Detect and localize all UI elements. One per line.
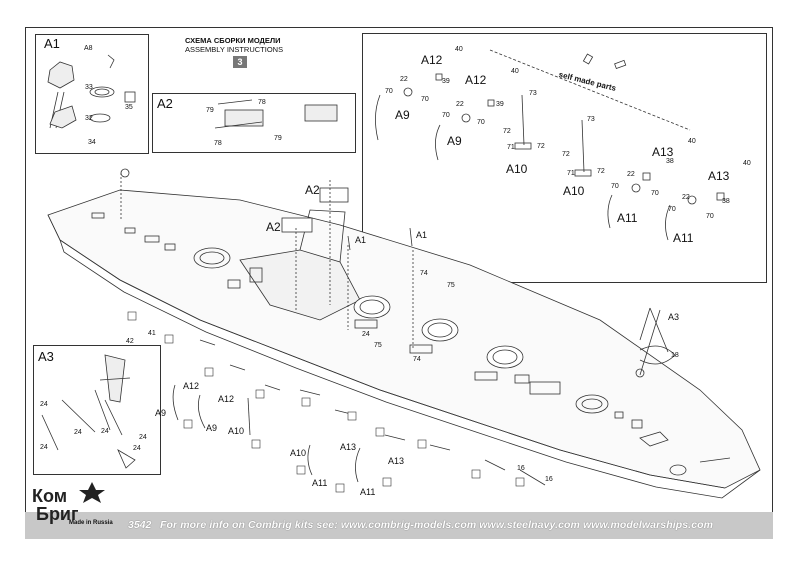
inset-a3 — [33, 345, 161, 475]
callout-a13-4: A13 — [388, 456, 405, 466]
part-number: 75 — [374, 342, 382, 349]
callout-a10-2: A10 — [563, 184, 585, 198]
inset-a1 — [35, 34, 149, 154]
inset-a2-title: A2 — [157, 96, 173, 111]
callout-a9-4: A9 — [206, 423, 218, 433]
part-number: 24 — [74, 429, 82, 436]
callout-a11-3: A11 — [312, 478, 328, 488]
part-number: 74 — [413, 356, 421, 363]
title-english: ASSEMBLY INSTRUCTIONS — [185, 45, 284, 54]
callout-a2-1: A2 — [305, 183, 320, 197]
part-number: 22 — [400, 76, 408, 83]
part-number: 40 — [511, 68, 519, 75]
part-number: 74 — [420, 270, 428, 277]
callout-a10-4: A10 — [290, 448, 307, 458]
callout-a10-1: A10 — [506, 162, 528, 176]
part-number: 70 — [651, 190, 659, 197]
callout-a9-3: A9 — [155, 408, 167, 418]
callout-a12-1: A12 — [421, 53, 443, 67]
callout-a9-1: A9 — [395, 108, 410, 122]
part-number: 41 — [148, 330, 156, 337]
callout-a12-3: A12 — [183, 381, 200, 391]
part-number: 71 — [567, 170, 575, 177]
part-number: 39 — [496, 101, 504, 108]
part-number: A8 — [84, 45, 93, 52]
part-number: 70 — [611, 183, 619, 190]
part-number: 75 — [447, 282, 455, 289]
logo-text-bottom: Бриг — [36, 504, 79, 524]
part-number: 42 — [126, 338, 134, 345]
title-russian: СХЕМА СБОРКИ МОДЕЛИ — [185, 36, 281, 45]
part-number: 78 — [214, 140, 222, 147]
kombrig-logo: Ком Бриг — [30, 480, 120, 530]
callout-a11-4: A11 — [360, 487, 376, 497]
part-number: 22 — [627, 171, 635, 178]
part-number: 38 — [666, 158, 674, 165]
part-number: 24 — [139, 434, 147, 441]
part-number: 24 — [133, 445, 141, 452]
part-number: 24 — [40, 401, 48, 408]
part-number: 72 — [537, 143, 545, 150]
footer-bar — [25, 512, 773, 539]
part-number: 24 — [40, 444, 48, 451]
callout-a13-2: A13 — [708, 169, 730, 183]
part-number: 35 — [125, 104, 133, 111]
part-number: 24 — [362, 331, 370, 338]
part-number: 40 — [743, 160, 751, 167]
callout-a11-2: A11 — [673, 231, 694, 245]
part-number: 70 — [385, 88, 393, 95]
part-number: 38 — [722, 198, 730, 205]
part-number: 22 — [682, 194, 690, 201]
inset-self-made — [362, 33, 767, 283]
part-number: 70 — [668, 206, 676, 213]
callout-a13-3: A13 — [340, 442, 357, 452]
part-number: 70 — [421, 96, 429, 103]
callout-a10-3: A10 — [228, 426, 245, 436]
part-number: 73 — [587, 116, 595, 123]
part-number: 79 — [274, 135, 282, 142]
callout-a11-1: A11 — [617, 211, 638, 225]
part-number: 73 — [529, 90, 537, 97]
callout-a3: A3 — [668, 312, 680, 322]
part-number: 32 — [85, 115, 93, 122]
part-number: 72 — [503, 128, 511, 135]
footer-info-text: For more info on Combrig kits see: www.c… — [160, 519, 714, 531]
part-number: 72 — [562, 151, 570, 158]
part-number: 79 — [206, 107, 214, 114]
logo-text-top: Ком — [32, 486, 67, 506]
callout-a2-2: A2 — [266, 220, 281, 234]
part-number: 70 — [442, 112, 450, 119]
callout-a9-2: A9 — [447, 134, 462, 148]
callout-a13-1: A13 — [652, 145, 674, 159]
part-number: 78 — [258, 99, 266, 106]
part-number: 16 — [545, 476, 553, 483]
part-number: 22 — [456, 101, 464, 108]
inset-a1-title: A1 — [44, 36, 60, 51]
part-number: 39 — [442, 78, 450, 85]
part-number: 71 — [507, 144, 515, 151]
part-number: 70 — [706, 213, 714, 220]
kit-code: 3542 — [128, 519, 152, 531]
inset-a3-title: A3 — [38, 349, 54, 364]
part-number: 72 — [597, 168, 605, 175]
part-number: 70 — [477, 119, 485, 126]
part-number: 40 — [455, 46, 463, 53]
callout-a12-2: A12 — [465, 73, 487, 87]
part-number: 33 — [85, 84, 93, 91]
part-number: 34 — [88, 139, 96, 146]
part-number: 16 — [517, 465, 525, 472]
made-in-russia: Made in Russia — [69, 520, 113, 526]
callout-a1-2: A1 — [416, 230, 428, 240]
part-number: 24 — [101, 428, 109, 435]
callout-a12-4: A12 — [218, 394, 235, 404]
step-number-badge: 3 — [233, 56, 247, 68]
part-number: 18 — [671, 352, 679, 359]
part-number: 40 — [688, 138, 696, 145]
callout-a1-1: A1 — [355, 235, 367, 245]
